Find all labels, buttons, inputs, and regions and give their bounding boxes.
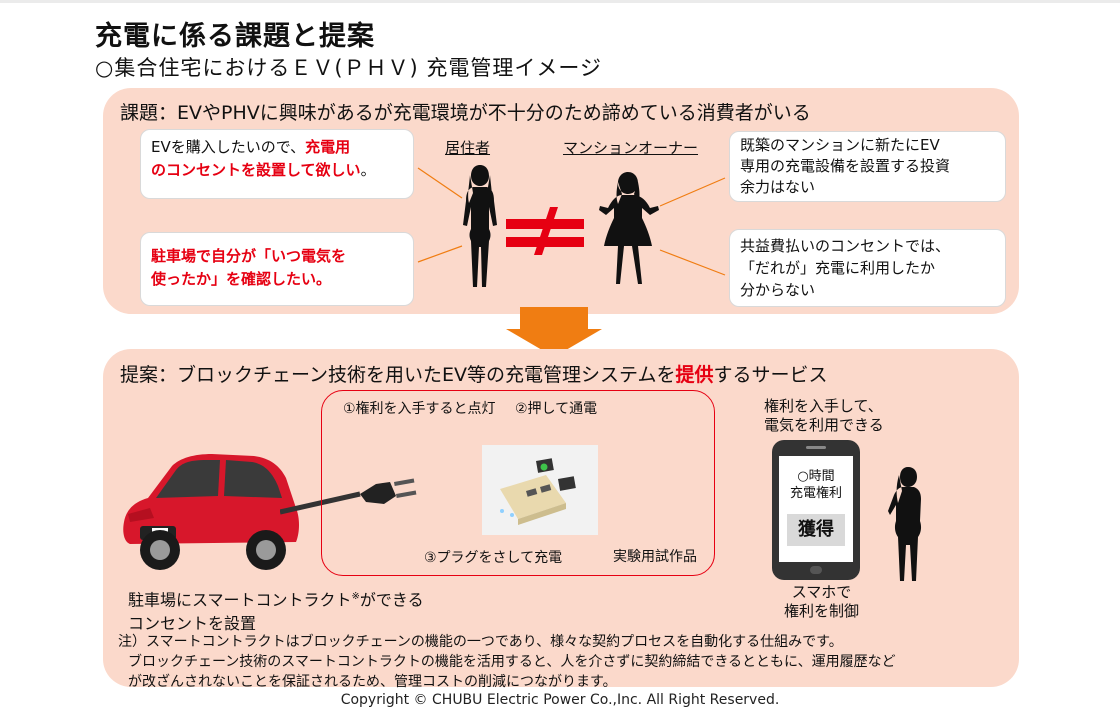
charging-plug-icon [280,478,417,515]
phone-screen-text: ○時間 充電権利 [779,468,853,502]
phone-caption-line2: 権利を制御 [784,602,860,620]
step3-label: ③プラグをさして充電 [424,550,563,566]
prototype-label: 実験用試作品 [613,549,697,565]
step1-label: ①権利を入手すると点灯 [343,401,496,417]
smart-outlet-device-icon [482,445,598,535]
resident-label: 居住者 [445,139,491,157]
user-silhouette-icon [888,467,922,581]
note-line2: ブロックチェーン技術のスマートコントラクトの機能を活用すると、人を介さずに契約締… [128,654,896,670]
copyright: Copyright © CHUBU Electric Power Co.,Inc… [340,692,780,708]
phone-caption-line1: スマホで [791,583,852,601]
owner-usage-bubble: 共益費払いのコンセントでは、 「だれが」充電に利用したか 分からない [729,229,1006,307]
issue-heading: 課題：EVやPHVに興味があるが充電環境が不十分のため諦めている消費者がいる [120,102,811,124]
owner-investment-bubble: 既築のマンションに新たにEV 専用の充電設備を設置する投資 余力はない [729,131,1006,202]
owner-investment-line1: 既築のマンションに新たにEV [740,136,940,154]
note-line3: が改ざんされないことを保証されるため、管理コストの削減につながります。 [128,674,617,690]
car-caption-line1-end: ができる [359,590,424,610]
owner-silhouette-icon [599,172,659,284]
resident-check-line1: 駐車場で自分が「いつ電気を [151,247,347,265]
not-equal-icon [506,207,584,255]
note-line1: 注）スマートコントラクトはブロックチェーンの機能の一つであり、様々な契約プロセス… [118,634,843,650]
resident-request-bubble: EVを購入したいので、充電用 のコンセントを設置して欲しい。 [140,129,414,199]
page-title: 充電に係る課題と提案 [95,21,375,52]
phone-top-line1: 権利を入手して、 [764,397,883,415]
proposal-heading: 提案：ブロックチェーン技術を用いたEV等の充電管理システムを提供するサービス [120,360,828,387]
step2-label: ②押して通電 [515,401,598,417]
resident-silhouette-icon [463,165,497,287]
resident-request-highlight: 充電用 [305,138,351,156]
car-caption-line1: 駐車場にスマートコントラクト [128,590,352,610]
phone-speaker [806,446,826,449]
phone-top-line2: 電気を利用できる [764,416,884,434]
owner-usage-line1: 共益費払いのコンセントでは、 [740,237,951,255]
proposal-heading-text: 提案：ブロックチェーン技術を用いたEV等の充電管理システムを [120,364,676,386]
car-caption-line2: コンセントを設置 [128,614,257,634]
car-caption-note-mark: ※ [351,591,360,602]
phone-top-caption: 権利を入手して、 電気を利用できる [764,397,884,435]
resident-request-text: EVを購入したいので、 [151,138,306,156]
owner-investment-line3: 余力はない [740,178,816,196]
smartphone: ○時間 充電権利 獲得 [772,440,860,580]
owner-investment-line2: 専用の充電設備を設置する投資 [740,157,951,175]
phone-screen: ○時間 充電権利 獲得 [779,456,853,562]
owner-label: マンションオーナー [563,139,699,157]
page-subtitle: ○集合住宅におけるＥＶ(ＰＨＶ) 充電管理イメージ [95,56,602,80]
resident-request-highlight-2: のコンセントを設置して欲しい [151,161,361,179]
phone-screen-line1: ○時間 [797,469,835,484]
prototype-frame [321,390,715,576]
top-divider [0,0,1120,3]
down-arrow-icon [506,307,602,357]
owner-usage-line3: 分からない [740,281,816,299]
resident-check-bubble: 駐車場で自分が「いつ電気を 使ったか」を確認したい。 [140,232,414,306]
phone-bottom-caption: スマホで 権利を制御 [784,583,859,621]
acquire-button[interactable]: 獲得 [787,514,845,546]
phone-screen-line2: 充電権利 [789,486,842,501]
owner-usage-line2: 「だれが」充電に利用したか [740,259,936,277]
proposal-heading-highlight: 提供 [675,364,714,386]
ev-car-icon [123,454,299,570]
resident-check-line2: 使ったか」を確認したい。 [151,270,332,288]
phone-home-button [810,566,822,574]
proposal-heading-end: するサービス [713,364,828,386]
resident-request-end: 。 [360,161,376,179]
car-caption: 駐車場にスマートコントラクト※ができる コンセントを設置 [128,585,424,636]
